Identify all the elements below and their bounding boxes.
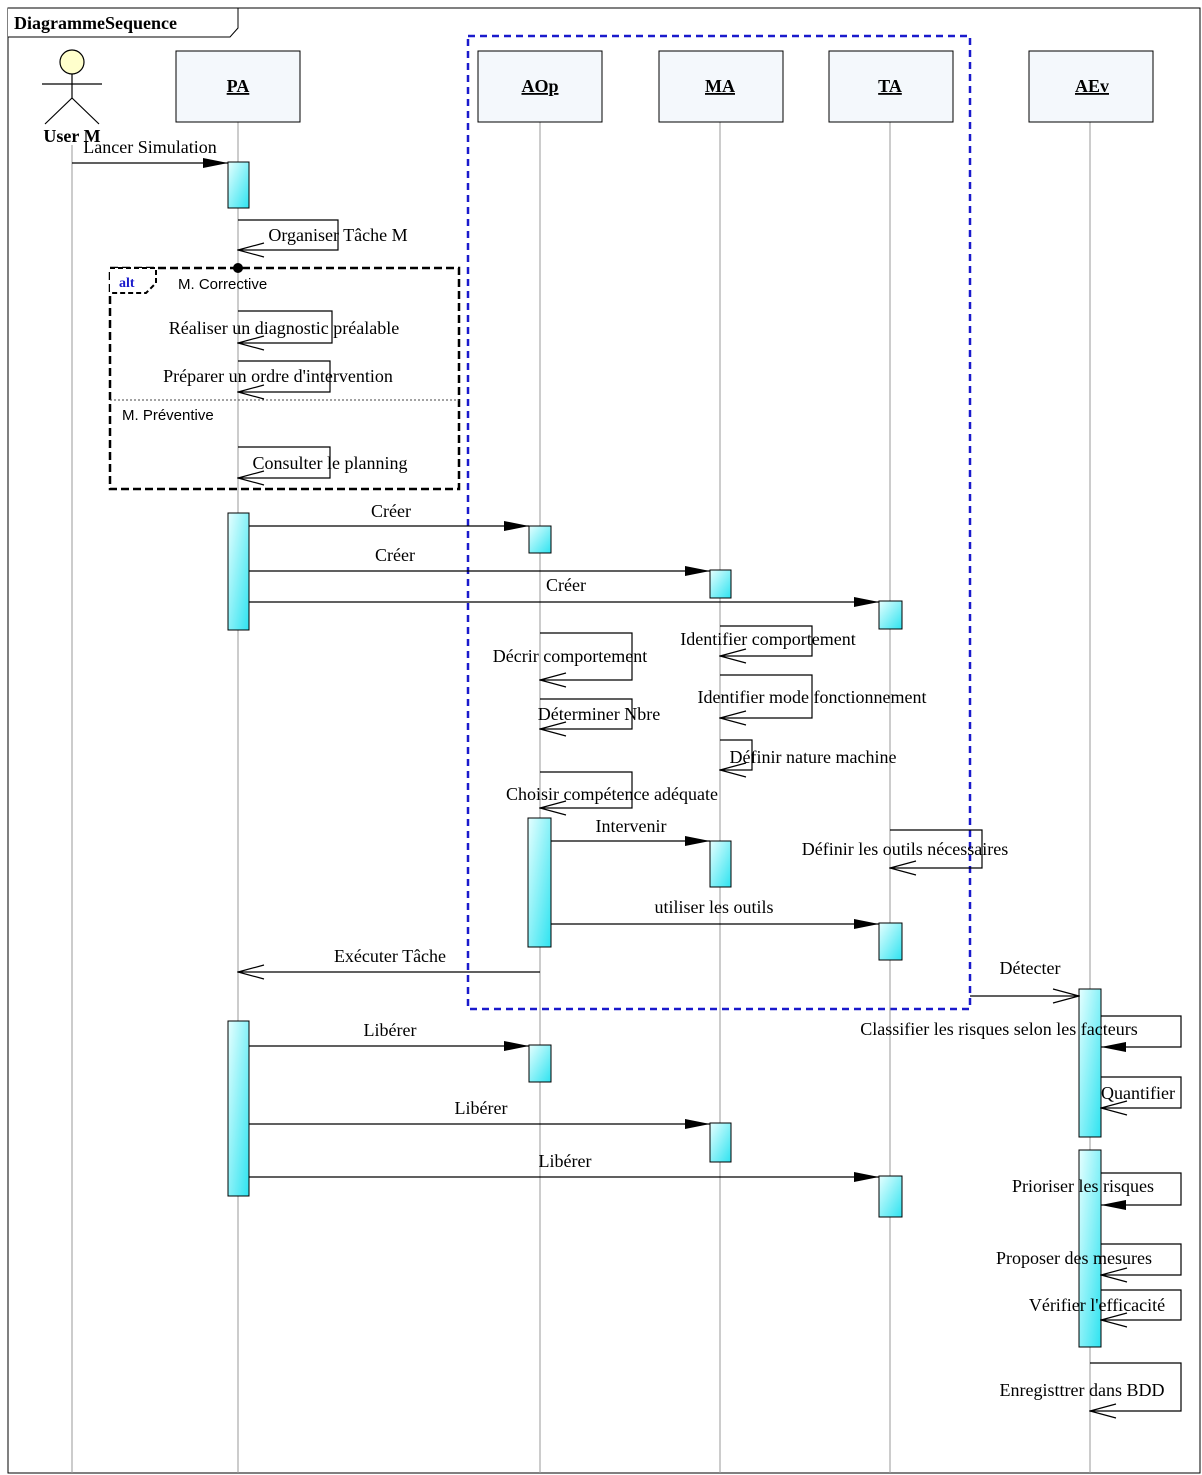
activation-aop-1 bbox=[528, 525, 552, 554]
activation-pa-3 bbox=[227, 1020, 250, 1197]
msg-enregistrer-bdd: Enregisttrer dans BDD bbox=[1000, 1380, 1165, 1400]
msg-realiser-diagnostic: Réaliser un diagnostic préalable bbox=[169, 318, 399, 338]
activation-aop-2 bbox=[527, 817, 552, 948]
actor-label: User M bbox=[43, 126, 100, 146]
msg-prioriser-risques: Prioriser les risques bbox=[1012, 1176, 1154, 1196]
lifeline-label-ta: TA bbox=[878, 76, 902, 96]
activation-ta-3 bbox=[878, 1175, 903, 1218]
activation-ma-3 bbox=[709, 1122, 732, 1163]
lifeline-head-ta: TA bbox=[828, 50, 954, 123]
lifeline-head-ma: MA bbox=[658, 50, 784, 123]
diagram-frame: DiagrammeSequence bbox=[7, 7, 1201, 1474]
msg-executer-tache: Exécuter Tâche bbox=[334, 946, 446, 966]
lifeline-label-aev: AEv bbox=[1075, 76, 1109, 96]
alt-fragment: alt M. Corrective M. Préventive bbox=[108, 263, 461, 491]
msg-intervenir: Intervenir bbox=[596, 816, 667, 836]
msg-creer-ta: Créer bbox=[546, 575, 586, 595]
system-boundary bbox=[466, 34, 972, 1011]
msg-identifier-mode: Identifier mode fonctionnement bbox=[698, 687, 927, 707]
actor-user-m: User M bbox=[42, 49, 102, 146]
msg-preparer-ordre: Préparer un ordre d'intervention bbox=[163, 366, 393, 386]
msg-definir-nature: Définir nature machine bbox=[730, 747, 897, 767]
activation-aev-2 bbox=[1078, 1149, 1102, 1348]
msg-quantifier: Quantifier bbox=[1101, 1083, 1175, 1103]
alt-guard-preventive: M. Préventive bbox=[122, 407, 214, 424]
lifeline-label-ma: MA bbox=[705, 76, 735, 96]
msg-verifier-efficacite: Vérifier l'efficacité bbox=[1029, 1295, 1165, 1315]
lifeline-label-aop: AOp bbox=[521, 76, 558, 96]
msg-liberer-ta: Libérer bbox=[539, 1151, 592, 1171]
msg-creer-aop: Créer bbox=[371, 501, 411, 521]
msg-proposer-mesures: Proposer des mesures bbox=[996, 1248, 1152, 1268]
activation-ma-1 bbox=[709, 569, 732, 599]
msg-liberer-ma: Libérer bbox=[455, 1098, 508, 1118]
msg-liberer-aop: Libérer bbox=[364, 1020, 417, 1040]
activation-ta-1 bbox=[878, 600, 903, 630]
messages: Lancer Simulation Organiser Tâche M Réal… bbox=[72, 137, 1182, 1411]
alt-tag: alt bbox=[119, 276, 135, 291]
msg-creer-ma: Créer bbox=[375, 545, 415, 565]
msg-detecter: Détecter bbox=[1000, 958, 1061, 978]
msg-utiliser-outils: utiliser les outils bbox=[655, 897, 774, 917]
msg-definir-outils: Définir les outils nécessaires bbox=[802, 839, 1008, 859]
actor-head bbox=[59, 49, 85, 75]
lifeline-head-aev: AEv bbox=[1028, 50, 1154, 123]
frame-title: DiagrammeSequence bbox=[14, 13, 177, 33]
lifeline-head-pa: PA bbox=[175, 50, 301, 123]
activation-pa-2 bbox=[227, 512, 250, 631]
activation-ta-2 bbox=[878, 922, 903, 961]
msg-determiner-nbre: Déterminer Nbre bbox=[538, 704, 660, 724]
msg-decrir-comportement: Décrir comportement bbox=[493, 646, 647, 666]
activation-aop-3 bbox=[528, 1044, 552, 1083]
activation-ma-2 bbox=[709, 840, 732, 888]
lifeline-head-aop: AOp bbox=[477, 50, 603, 123]
activation-aev-1 bbox=[1078, 988, 1102, 1138]
activation-pa-1 bbox=[227, 161, 250, 209]
activation-bars bbox=[227, 161, 1102, 1348]
msg-identifier-comportement: Identifier comportement bbox=[680, 629, 855, 649]
lifeline-label-pa: PA bbox=[227, 76, 250, 96]
msg-lancer-simulation: Lancer Simulation bbox=[83, 137, 216, 157]
fragment-anchor-dot bbox=[233, 263, 243, 273]
msg-classifier-risques: Classifier les risques selon les facteur… bbox=[860, 1019, 1137, 1039]
msg-organiser-tache: Organiser Tâche M bbox=[268, 225, 407, 245]
alt-guard-corrective: M. Corrective bbox=[178, 276, 267, 293]
msg-choisir-competence: Choisir compétence adéquate bbox=[506, 784, 718, 804]
msg-consulter-planning: Consulter le planning bbox=[253, 453, 408, 473]
